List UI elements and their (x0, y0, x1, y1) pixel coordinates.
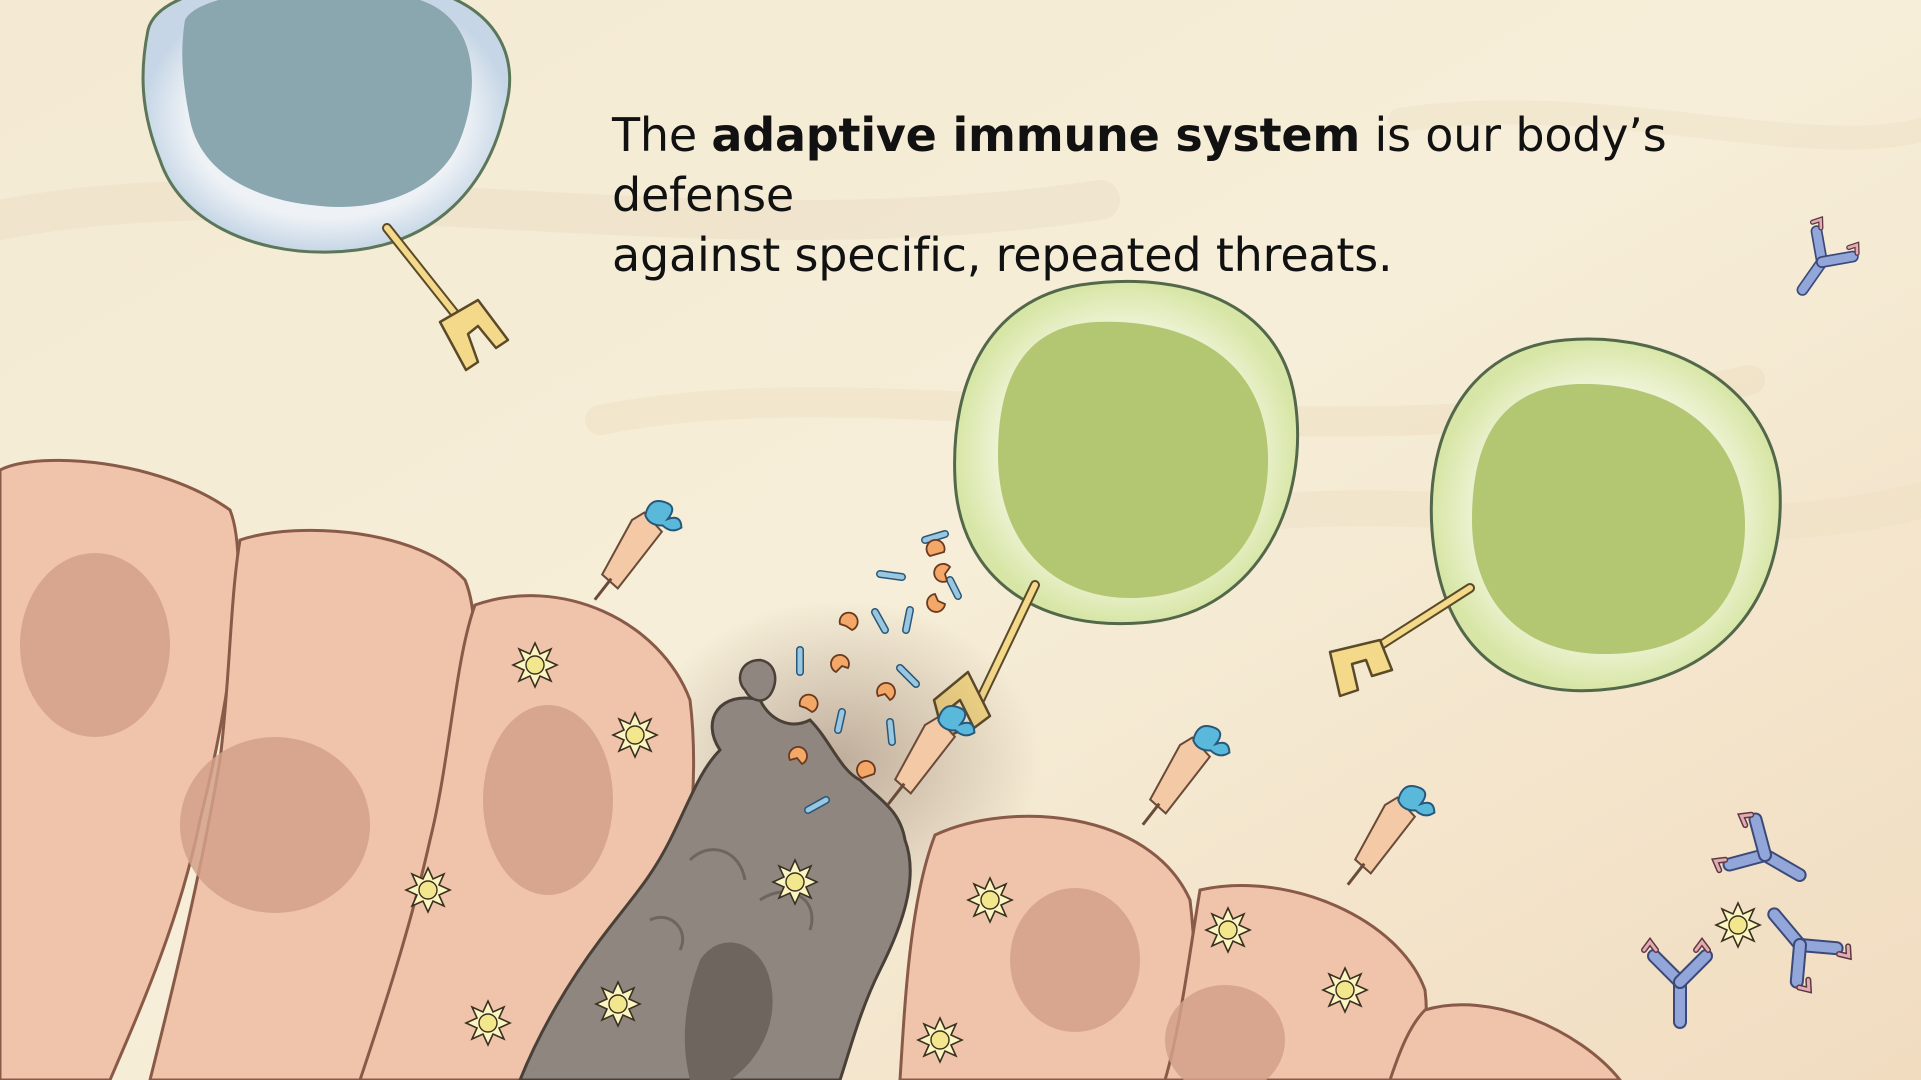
virus-particle-icon (967, 877, 1013, 923)
virus-particle-icon (917, 1017, 963, 1063)
caption-emphasis: adaptive immune system (711, 108, 1361, 162)
virus-particle-icon (465, 1000, 511, 1046)
t-cell-icon (1328, 337, 1782, 698)
antigen-fragments (796, 530, 962, 814)
t-cell-receptor-icon (1328, 583, 1475, 698)
caption-text: The adaptive immune system is our body’s… (612, 105, 1852, 285)
virus-particle-icon (772, 859, 818, 905)
b-cell-icon (141, 0, 512, 372)
virus-particle-icon (612, 712, 658, 758)
virus-particle-icon (512, 642, 558, 688)
virus-particle-icon (1322, 967, 1368, 1013)
caption-line-2: against specific, repeated threats. (612, 228, 1393, 282)
tissue-cells (0, 458, 1622, 1080)
virus-particle-icon (405, 867, 451, 913)
b-cell-receptor-icon (382, 223, 510, 372)
virus-particle-icon (1205, 907, 1251, 953)
peptide-fragments (788, 539, 952, 779)
caption-suffix: is our body’s defense (612, 108, 1667, 222)
virus-particle-icon (1715, 902, 1761, 948)
caption-prefix: The (612, 108, 712, 162)
virus-particle-icon (595, 981, 641, 1027)
